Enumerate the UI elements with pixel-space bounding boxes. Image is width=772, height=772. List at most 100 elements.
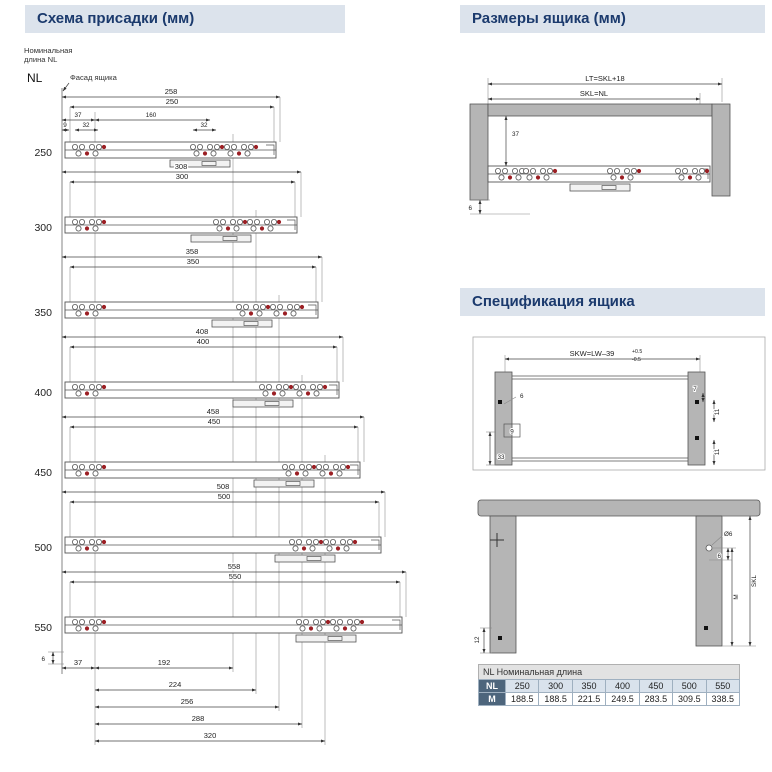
dim-160-label: 160 [146, 112, 157, 119]
drawer-back-panel [711, 103, 731, 197]
nl-value: 400 [34, 387, 52, 399]
section-title-drill-scheme: Схема присадки (мм) [25, 5, 345, 33]
dim-32-right-label: 32 [200, 122, 208, 129]
dim-outer-label: 358 [186, 247, 199, 256]
dim-skw-label: SKW=LW–39 [570, 349, 615, 358]
slide-latch [190, 234, 252, 243]
table-caption: NL Номинальная длина [478, 664, 740, 679]
dim-inner-label: 550 [229, 572, 242, 581]
dim-7-label: 7 [693, 386, 697, 393]
skw-tol-lower: -0.5 [632, 357, 641, 363]
slide-row-350: 358 350 350 [34, 246, 323, 328]
drawer-front-panel [469, 103, 489, 201]
dia-6-label: Ø6 [724, 531, 733, 538]
dim-33-label: 33 [497, 454, 505, 461]
drawer-top-slab [477, 499, 761, 517]
dim-inner-label: 400 [197, 337, 210, 346]
nl-table-section: NL Номинальная длина NL 250 300 350 400 … [478, 664, 741, 706]
table-cell: 338.5 [705, 692, 741, 706]
hole-marker [498, 636, 502, 640]
dim-12-label: 12 [474, 636, 481, 644]
hole-marker [695, 400, 699, 404]
dim-outer-label: 558 [228, 562, 241, 571]
dim-32-left-label: 32 [82, 122, 90, 129]
drawer-spec-diagram: SKW=LW–39 +0.5 -0.5 6 7 11 9 33 11 [472, 336, 766, 654]
table-cell: 309.5 [672, 692, 707, 706]
column-right [695, 515, 723, 647]
dim-inner-label: 350 [187, 257, 200, 266]
table-cell: 500 [672, 679, 707, 693]
side-panel-left [494, 371, 513, 466]
table-cell: 300 [538, 679, 573, 693]
dim-inner-label: 250 [166, 97, 179, 106]
slide-row-500: 508 500 500 [34, 481, 386, 563]
dim-192-label: 192 [158, 658, 171, 667]
dim-inner-label: 300 [176, 172, 189, 181]
dim-skl-label: SKL=NL [580, 89, 608, 98]
dim-outer-label: 308 [175, 162, 188, 171]
spec-top-view: SKW=LW–39 +0.5 -0.5 6 7 11 9 33 11 [472, 336, 766, 471]
slide-latch [232, 399, 294, 408]
nl-value: 450 [34, 467, 52, 479]
table-row-m: M 188.5 188.5 221.5 249.5 283.5 309.5 33… [478, 692, 741, 706]
hole-marker [695, 436, 699, 440]
dim-6-label: 6 [41, 656, 45, 663]
slide-row-450: 458 450 450 [34, 406, 365, 488]
slide-latch [169, 159, 231, 168]
dim-11-bottom-label: 11 [714, 448, 721, 455]
slide-row-550: 558 550 550 [34, 561, 407, 643]
table-cell: 450 [638, 679, 674, 693]
axis-caption-line1: Номинальная [24, 46, 73, 55]
dim-320-label: 320 [204, 731, 217, 740]
drill-scheme-diagram: Номинальная длина NL NL Фасад ящика 258 … [24, 46, 407, 745]
section-title-drawer-size: Размеры ящика (мм) [460, 5, 765, 33]
drawer-side-top [487, 103, 713, 117]
table-row-nl: NL 250 300 350 400 450 500 550 [478, 679, 741, 693]
hole-marker [498, 400, 502, 404]
slide-row-250: 258 250 37 160 9 32 32 250 [34, 86, 281, 168]
skw-tol-upper: +0.5 [632, 349, 642, 355]
dim-288-label: 288 [192, 714, 205, 723]
section-title-drawer-spec: Спецификация ящика [460, 288, 765, 316]
dim-11-top-label: 11 [714, 408, 721, 415]
table-cell: 188.5 [504, 692, 540, 706]
table-cell: NL [478, 679, 506, 693]
dim-outer-label: 508 [217, 482, 230, 491]
dim-outer-label: 408 [196, 327, 209, 336]
spec-front-view: Ø6 6 SKL M 12 [473, 499, 761, 654]
table-cell: 400 [605, 679, 640, 693]
dim-inner-label: 450 [208, 417, 221, 426]
slide-latch [295, 634, 357, 643]
reference-lines [61, 88, 326, 745]
cross-mark [490, 533, 504, 547]
slide-latch [253, 479, 315, 488]
dim-256-label: 256 [181, 697, 194, 706]
dim-9-label: 9 [510, 429, 514, 436]
table-cell: 188.5 [538, 692, 573, 706]
nl-value: 300 [34, 222, 52, 234]
column-left [489, 515, 517, 654]
table-cell: 249.5 [605, 692, 640, 706]
table-cell: 221.5 [571, 692, 607, 706]
table-cell: 283.5 [638, 692, 674, 706]
axis-captions: Номинальная длина NL NL Фасад ящика [24, 46, 118, 92]
dim-m-label: M [733, 594, 740, 599]
axis-caption-line2: длина NL [24, 55, 57, 64]
axis-nl-label: NL [27, 71, 43, 85]
nl-value: 250 [34, 147, 52, 159]
table-cell: M [478, 692, 506, 706]
dim-224-label: 224 [169, 680, 182, 689]
table-cell: 350 [571, 679, 607, 693]
slide-row-400: 408 400 400 [34, 326, 344, 408]
nl-value: 350 [34, 307, 52, 319]
dim-9-label: 9 [63, 122, 67, 129]
side-panel-right [687, 371, 706, 466]
dim-lt-label: LT=SKL+18 [585, 74, 624, 83]
slide-row-300: 308 300 300 [34, 161, 302, 243]
dim-6b-label: 6 [717, 553, 721, 560]
slide-latch [211, 319, 273, 328]
dim-37-label: 37 [512, 131, 520, 138]
dowel-hole [705, 544, 713, 552]
facade-label: Фасад ящика [70, 73, 118, 82]
dim-37-label: 37 [74, 112, 82, 119]
